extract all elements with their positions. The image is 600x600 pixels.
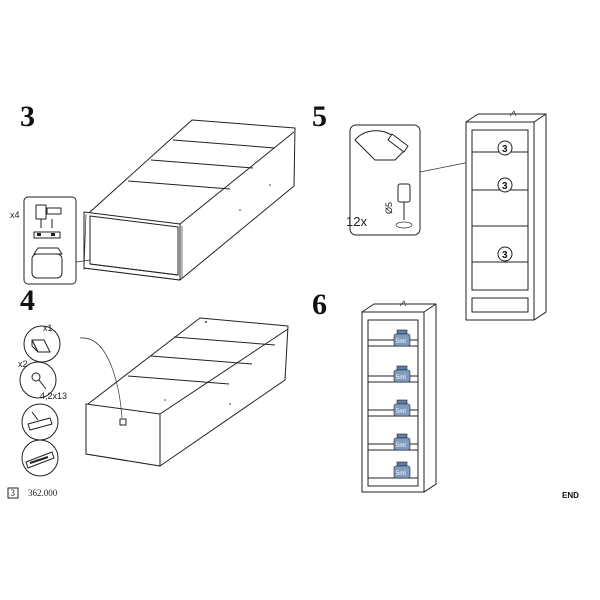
step-6-jar-5: 5ml	[393, 461, 411, 479]
step-3-cabinet	[83, 119, 296, 281]
step-6-jar-2: 5ml	[393, 365, 411, 383]
svg-text:5ml: 5ml	[396, 409, 406, 415]
step-5-qty: 12x	[346, 214, 367, 229]
step-6-jar-3: 5ml	[393, 399, 411, 417]
step-5-badge-3: 3	[502, 250, 508, 261]
step-4-cabinet	[85, 317, 289, 467]
step-6-jar-4: 5ml	[393, 433, 411, 451]
step-4-parts: x1 x2 4,2x13	[18, 323, 67, 477]
step-3-qty: x4	[10, 210, 20, 220]
page-number: 3	[11, 488, 16, 498]
page-number-box	[7, 487, 19, 499]
step-5-dim: Ø5	[384, 202, 394, 214]
product-code: 362.000	[28, 488, 58, 498]
end-label: END	[562, 491, 579, 500]
step-6-jar-1: 5ml	[393, 329, 411, 347]
step-4-part1-qty: x1	[43, 323, 53, 333]
step-4-number: 4	[20, 284, 35, 317]
step-4-leader-line	[79, 337, 123, 419]
step-5-hammer-detail: 12x Ø5	[346, 124, 471, 236]
step-6-number: 6	[312, 288, 327, 321]
step-4-screw-size: 4,2x13	[40, 391, 67, 401]
step-3-number: 3	[20, 100, 35, 133]
step-4-part2-qty: x2	[18, 359, 28, 369]
step-5-number: 5	[312, 100, 327, 133]
step-5-bookcase: 3 3 3	[465, 110, 547, 321]
svg-text:5ml: 5ml	[396, 443, 406, 449]
svg-text:5ml: 5ml	[396, 471, 406, 477]
svg-text:5ml: 5ml	[396, 339, 406, 345]
step-5-badge-1: 3	[502, 144, 508, 155]
step-5-badge-2: 3	[502, 181, 508, 192]
svg-text:5ml: 5ml	[396, 375, 406, 381]
step-6-bookcase: 5ml 5ml 5ml 5ml 5ml	[361, 300, 437, 493]
step-3-detail-box: x4	[10, 196, 91, 285]
